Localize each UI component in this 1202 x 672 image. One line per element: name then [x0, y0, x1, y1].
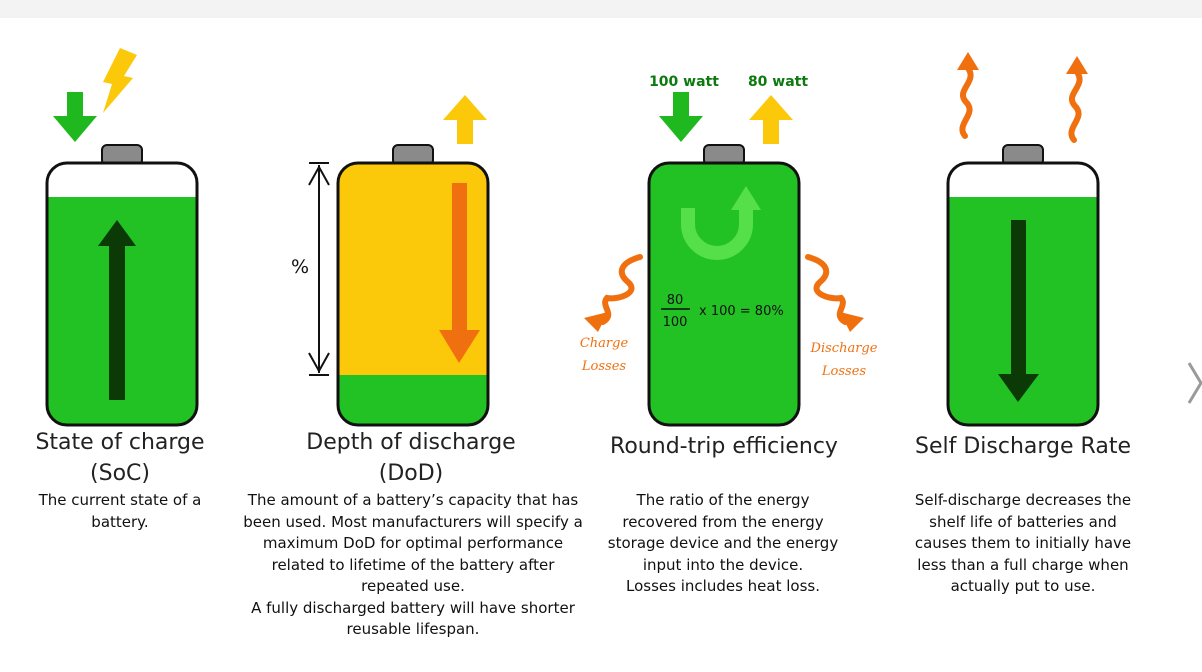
description-line: maximum DoD for optimal performance — [262, 534, 564, 552]
description-line: causes them to initially have — [914, 534, 1132, 552]
dod-title: Depth of discharge (DoD) — [280, 427, 542, 489]
self-discharge-title-line1: Self Discharge Rate — [915, 434, 1131, 459]
description-line: less than a full charge when — [917, 555, 1129, 574]
discharge-losses-line2: Losses — [821, 364, 866, 379]
description-line: A fully discharged battery will have sho… — [251, 598, 575, 617]
dod-battery — [336, 144, 490, 427]
battery-outline — [946, 161, 1100, 427]
description-line: The amount of a battery’s capacity that … — [247, 491, 579, 509]
heat-wave-icon — [957, 52, 979, 139]
arrow-down-icon — [439, 183, 480, 363]
soc-battery — [45, 144, 199, 427]
soc-title-line2: (SoC) — [90, 461, 150, 486]
dod-description: The amount of a battery’s capacity that … — [232, 490, 594, 641]
green-arrow-down-icon — [53, 92, 97, 142]
description-line: recovered from the energy — [622, 512, 824, 531]
heat-wave-icon — [1066, 56, 1088, 143]
arrow-down-icon — [998, 220, 1039, 402]
description-line: storage device and the energy — [607, 534, 839, 552]
lightning-bolt-icon — [103, 48, 137, 113]
description-line: The ratio of the energy — [636, 491, 810, 509]
description-line: actually put to use. — [950, 577, 1096, 595]
charge-loss-heat-icon — [584, 254, 643, 332]
yellow-arrow-up-icon — [443, 95, 487, 144]
rte-battery — [647, 144, 801, 427]
dod-title-line1: Depth of discharge — [306, 430, 516, 455]
soc-title-line1: State of charge — [35, 430, 205, 455]
description-line: been used. Most manufacturers will speci… — [243, 512, 583, 531]
description-line: Self-discharge decreases the — [914, 491, 1132, 509]
chevron-right-icon — [1187, 362, 1202, 404]
battery-outline — [45, 161, 199, 427]
description-line: Losses includes heat loss. — [626, 577, 820, 595]
dod-title-line2: (DoD) — [378, 461, 444, 486]
description-line: related to lifetime of the battery after — [271, 555, 555, 574]
arrow-up-icon — [98, 220, 136, 400]
formula-numerator: 80 — [667, 293, 684, 308]
rte-title: Round-trip efficiency — [592, 431, 856, 462]
description-line: reusable lifespan. — [346, 620, 480, 638]
battery-outline — [336, 161, 490, 427]
charge-losses-line1: Charge — [580, 336, 629, 351]
description-line: The current state of a — [38, 491, 202, 509]
top-bar — [0, 0, 1202, 18]
u-turn-arrow-icon — [681, 186, 761, 260]
output-watt-label: 80 watt — [748, 74, 808, 90]
description-line: battery. — [91, 512, 149, 531]
battery-outline — [647, 161, 801, 427]
percent-label: % — [291, 256, 309, 278]
input-watt-label: 100 watt — [649, 74, 719, 90]
description-line: input into the device. — [642, 555, 804, 574]
discharge-loss-heat-icon — [805, 254, 864, 332]
rte-title-line1: Round-trip efficiency — [610, 434, 838, 459]
charge-losses-line2: Losses — [581, 359, 626, 374]
rte-description: The ratio of the energy recovered from t… — [598, 490, 848, 598]
self-discharge-description: Self-discharge decreases the shelf life … — [900, 490, 1146, 598]
soc-title: State of charge (SoC) — [20, 427, 220, 489]
description-line: shelf life of batteries and — [929, 512, 1117, 531]
formula-denominator: 100 — [663, 315, 688, 330]
self-discharge-title: Self Discharge Rate — [900, 431, 1146, 462]
dod-remaining-fill — [338, 375, 488, 425]
green-arrow-down-icon — [659, 92, 703, 142]
rte-charge-fill — [649, 163, 799, 425]
yellow-arrow-up-icon — [749, 95, 793, 144]
dimension-bracket — [308, 162, 330, 376]
discharge-losses-line1: Discharge — [810, 341, 878, 356]
description-line: repeated use. — [361, 577, 465, 595]
formula-result: x 100 = 80% — [699, 304, 784, 319]
next-slide-button[interactable] — [1180, 355, 1202, 411]
soc-description: The current state of a battery. — [15, 490, 225, 533]
self-discharge-battery — [946, 144, 1100, 427]
